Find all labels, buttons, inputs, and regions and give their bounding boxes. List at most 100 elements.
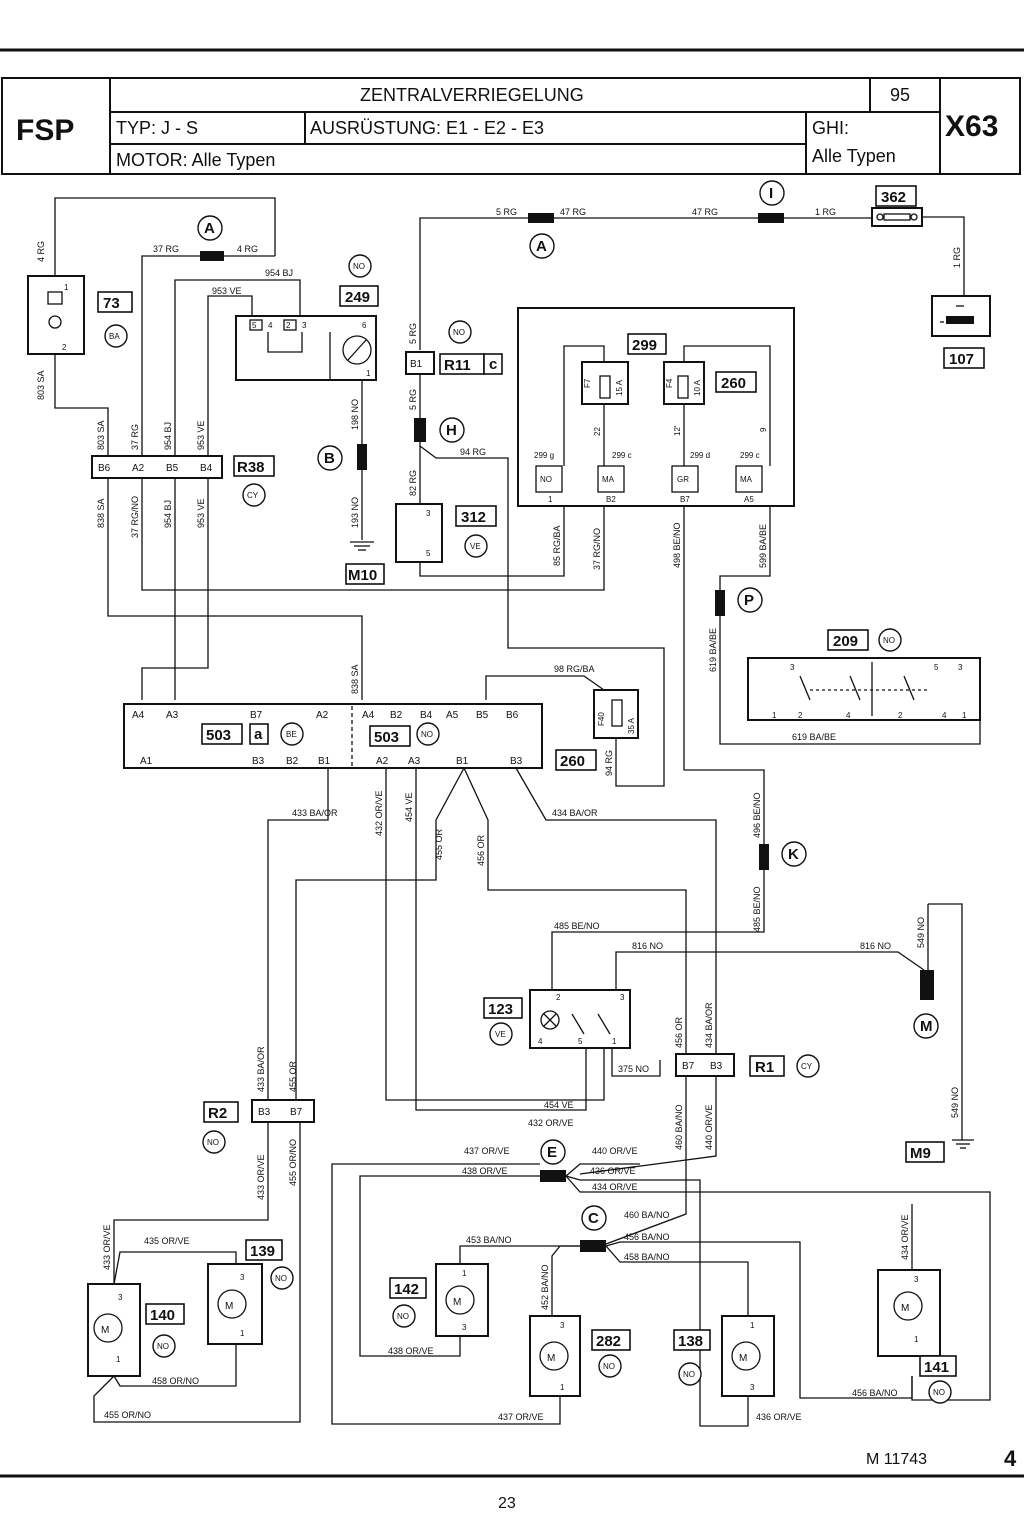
- svg-text:140: 140: [150, 1307, 175, 1324]
- component-249: 5 4 2 3 6 1 249 NO: [235, 254, 379, 381]
- svg-text:816 NO: 816 NO: [860, 941, 891, 951]
- motor-282: M 3 1 282 NO: [529, 1315, 631, 1397]
- svg-text:NO: NO: [275, 1274, 287, 1283]
- svg-text:4: 4: [538, 1037, 543, 1046]
- svg-text:BE: BE: [286, 730, 297, 739]
- component-209: 3 5 3 1 2 4 2 4 1 209 NO: [747, 628, 981, 721]
- svg-text:GR: GR: [677, 475, 689, 484]
- svg-text:B1: B1: [318, 756, 331, 767]
- svg-text:M: M: [547, 1353, 555, 1364]
- svg-text:5: 5: [934, 663, 939, 672]
- svg-text:37 RG: 37 RG: [130, 424, 140, 450]
- ghi-value: Alle Typen: [812, 146, 896, 166]
- svg-text:A: A: [536, 238, 547, 255]
- svg-text:R11: R11: [444, 357, 471, 374]
- svg-text:485 BE/NO: 485 BE/NO: [752, 886, 762, 932]
- svg-text:5 RG: 5 RG: [408, 389, 418, 410]
- ghi-label: GHI:: [812, 118, 849, 138]
- svg-text:NO: NO: [540, 475, 552, 484]
- svg-text:a: a: [254, 726, 263, 743]
- component-73: 1 2 73 BA: [27, 275, 133, 355]
- svg-text:2: 2: [556, 993, 561, 1002]
- fuse-box-299: 299 F7 15 A F4 10 A 260 22 12' 9 299 g 2…: [517, 307, 795, 507]
- svg-text:A: A: [204, 220, 215, 237]
- svg-text:299 d: 299 d: [690, 451, 710, 460]
- svg-text:4: 4: [846, 711, 851, 720]
- svg-text:B3: B3: [258, 1107, 271, 1118]
- svg-text:456 OR: 456 OR: [674, 1016, 684, 1048]
- svg-text:3: 3: [790, 663, 795, 672]
- svg-text:433 BA/OR: 433 BA/OR: [256, 1046, 266, 1092]
- svg-text:434 OR/VE: 434 OR/VE: [900, 1214, 910, 1260]
- svg-text:K: K: [788, 846, 799, 863]
- connector-R11: B1 R11 c NO: [405, 320, 503, 375]
- svg-text:498 BE/NO: 498 BE/NO: [672, 522, 682, 568]
- svg-text:299 c: 299 c: [612, 451, 632, 460]
- svg-text:1: 1: [750, 1321, 755, 1330]
- svg-text:5 RG: 5 RG: [496, 207, 517, 217]
- svg-text:10 A: 10 A: [693, 379, 702, 396]
- svg-text:619 BA/BE: 619 BA/BE: [792, 732, 836, 742]
- svg-text:2: 2: [798, 711, 803, 720]
- svg-text:3: 3: [750, 1383, 755, 1392]
- drawing-number: M 11743: [866, 1451, 927, 1468]
- svg-text:1: 1: [116, 1355, 121, 1364]
- svg-text:1: 1: [612, 1037, 617, 1046]
- svg-text:B7: B7: [682, 1061, 695, 1072]
- svg-text:433 BA/OR: 433 BA/OR: [292, 808, 338, 818]
- svg-text:454 VE: 454 VE: [404, 792, 414, 822]
- svg-text:B3: B3: [510, 756, 523, 767]
- svg-text:599 BA/BE: 599 BA/BE: [758, 524, 768, 568]
- svg-text:619 BA/BE: 619 BA/BE: [708, 628, 718, 672]
- svg-text:85 RG/BA: 85 RG/BA: [552, 525, 562, 566]
- svg-text:B: B: [324, 450, 335, 467]
- svg-text:C: C: [588, 1210, 599, 1227]
- svg-text:953 VE: 953 VE: [196, 498, 206, 528]
- connector-R38: B6 A2 B5 B4 R38 CY: [91, 455, 275, 507]
- svg-text:953 VE: 953 VE: [212, 286, 242, 296]
- svg-text:B6: B6: [98, 463, 111, 474]
- motor-142: M 1 3 142 NO: [389, 1263, 489, 1337]
- svg-text:A3: A3: [408, 756, 421, 767]
- svg-text:M9: M9: [910, 1145, 931, 1162]
- left-code: FSP: [16, 114, 74, 147]
- svg-text:437 OR/VE: 437 OR/VE: [464, 1146, 510, 1156]
- svg-text:NO: NO: [353, 262, 365, 271]
- svg-text:456 BA/NO: 456 BA/NO: [852, 1388, 898, 1398]
- svg-text:260: 260: [560, 753, 585, 770]
- svg-text:435 OR/VE: 435 OR/VE: [144, 1236, 190, 1246]
- svg-text:142: 142: [394, 1281, 419, 1298]
- svg-text:NO: NO: [397, 1312, 409, 1321]
- svg-text:NO: NO: [453, 328, 465, 337]
- svg-text:249: 249: [345, 289, 370, 306]
- motor-140: M 3 1 140 NO: [87, 1283, 185, 1377]
- svg-text:1 RG: 1 RG: [815, 207, 836, 217]
- svg-text:434 BA/OR: 434 BA/OR: [552, 808, 598, 818]
- svg-text:R1: R1: [755, 1059, 774, 1076]
- svg-text:NO: NO: [683, 1370, 695, 1379]
- svg-text:3: 3: [118, 1293, 123, 1302]
- svg-text:460 BA/NO: 460 BA/NO: [624, 1210, 670, 1220]
- svg-text:432 OR/VE: 432 OR/VE: [374, 790, 384, 836]
- svg-text:I: I: [769, 185, 773, 202]
- svg-text:A2: A2: [376, 756, 389, 767]
- svg-text:436 OR/VE: 436 OR/VE: [590, 1166, 636, 1176]
- svg-text:37 RG/NO: 37 RG/NO: [592, 528, 602, 570]
- svg-text:1: 1: [772, 711, 777, 720]
- right-code: X63: [945, 110, 998, 143]
- svg-text:440 OR/VE: 440 OR/VE: [704, 1104, 714, 1150]
- svg-text:452 BA/NO: 452 BA/NO: [540, 1264, 550, 1310]
- svg-text:A5: A5: [446, 710, 459, 721]
- svg-text:260: 260: [721, 375, 746, 392]
- svg-text:A1: A1: [140, 756, 153, 767]
- svg-text:47 RG: 47 RG: [692, 207, 718, 217]
- svg-text:A4: A4: [362, 710, 375, 721]
- svg-text:433 OR/VE: 433 OR/VE: [102, 1224, 112, 1270]
- svg-text:M: M: [225, 1301, 233, 1312]
- svg-text:123: 123: [488, 1001, 513, 1018]
- svg-text:1 RG: 1 RG: [952, 247, 962, 268]
- svg-text:NO: NO: [207, 1138, 219, 1147]
- svg-text:299 c: 299 c: [740, 451, 760, 460]
- svg-text:3: 3: [302, 321, 307, 330]
- svg-text:434 OR/VE: 434 OR/VE: [592, 1182, 638, 1192]
